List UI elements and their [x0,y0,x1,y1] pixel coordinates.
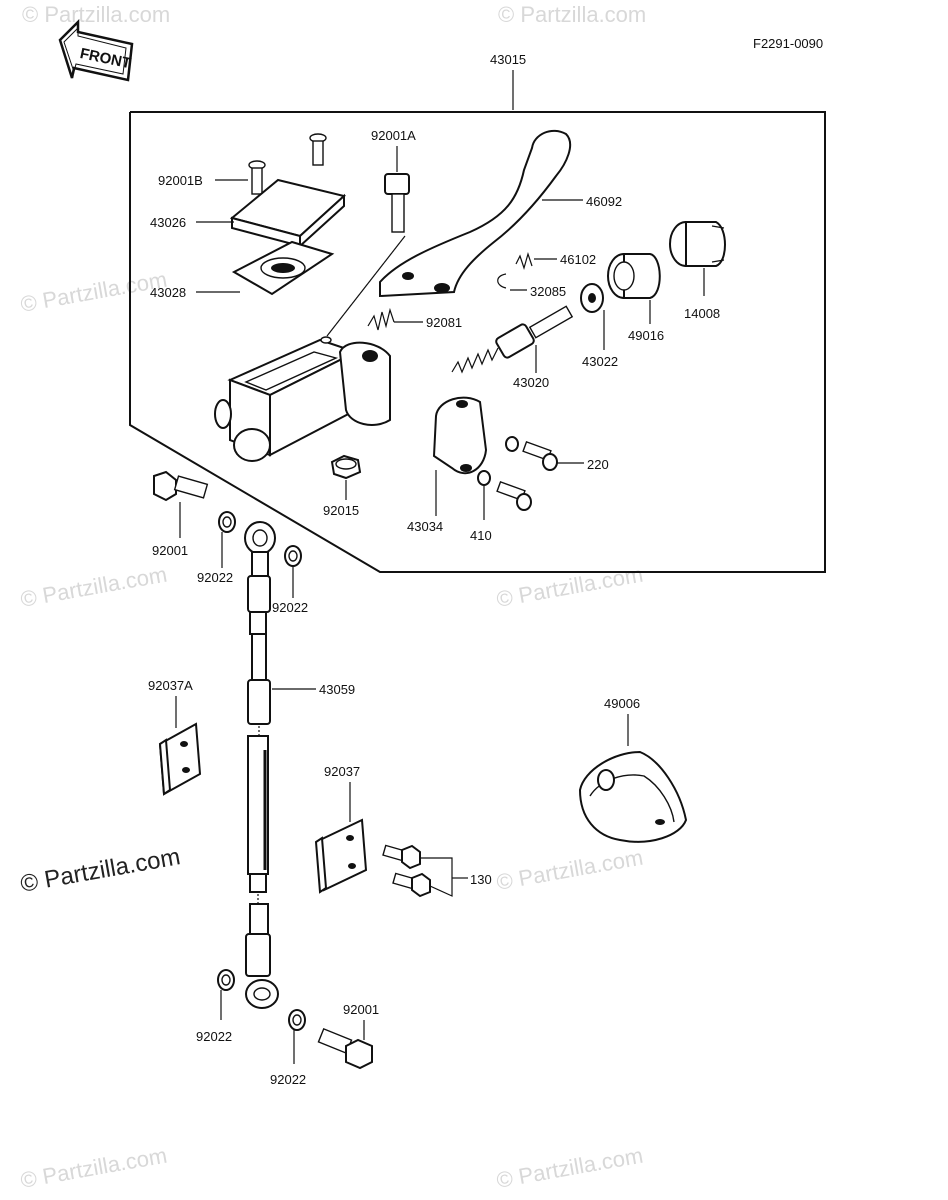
bracket-92037a [158,722,202,796]
screw-92001b [248,133,327,195]
part-label-43026: 43026 [150,215,186,230]
watermark: © Partzilla.com [22,2,170,27]
boot-49016 [607,253,661,299]
bolt-220 [505,436,558,471]
part-label-92001a: 92001A [371,128,416,143]
watermark: © Partzilla.com [495,845,645,895]
part-label-92081: 92081 [426,315,462,330]
bracket-92037 [314,818,368,894]
washer-43022 [580,283,604,313]
part-label-46092: 46092 [586,194,622,209]
clip-32085 [497,273,507,289]
brake-hose-43059 [244,521,279,1009]
watermark: © Partzilla.com [19,267,169,317]
part-label-49016: 49016 [628,328,664,343]
front-arrow-icon: FRONT [58,18,134,82]
watermark: © Partzilla.com [495,1143,645,1193]
lever-46092 [379,129,572,298]
bolt-410 [477,470,532,511]
part-label-92001b: 92001B [158,173,203,188]
part-label-92001-bottom: 92001 [343,1002,379,1017]
watermark: © Partzilla.com [495,562,645,612]
part-label-43015: 43015 [490,52,526,67]
part-label-43028: 43028 [150,285,186,300]
piston-43020 [451,305,574,374]
watermark: © Partzilla.com [498,2,646,27]
watermark: © Partzilla.com [19,1143,169,1193]
part-label-92001-top: 92001 [152,543,188,558]
part-label-92022-a: 92022 [197,570,233,585]
part-label-43020: 43020 [513,375,549,390]
spring-92081 [367,307,395,331]
part-label-92015: 92015 [323,503,359,518]
part-label-32085: 32085 [530,284,566,299]
banjo-bolt-92001-bottom [317,1027,373,1070]
part-label-43059: 43059 [319,682,355,697]
watermark-strong: © Partzilla.com [18,843,182,898]
part-label-220: 220 [587,457,609,472]
part-label-92037: 92037 [324,764,360,779]
cap-14008 [669,221,726,267]
part-label-92022-d: 92022 [270,1072,306,1087]
part-label-92037a: 92037A [148,678,193,693]
clamp-43034 [432,396,488,475]
part-label-92022-c: 92022 [196,1029,232,1044]
part-label-92022-b: 92022 [272,600,308,615]
watermark: © Partzilla.com [19,562,169,612]
part-label-43034: 43034 [407,519,443,534]
master-cylinder-body [214,336,391,462]
part-label-14008: 14008 [684,306,720,321]
cover-49006 [578,750,688,843]
bolt-92001a [384,173,410,233]
part-label-46102: 46102 [560,252,596,267]
banjo-bolt-92001-top [153,470,209,502]
part-label-43022: 43022 [582,354,618,369]
part-label-49006: 49006 [604,696,640,711]
part-label-130: 130 [470,872,492,887]
cap-92015 [330,454,362,480]
bolts-130 [382,844,431,898]
diagram-code: F2291-0090 [753,36,823,51]
assembly-frame [129,111,826,573]
part-label-410: 410 [470,528,492,543]
spring-46102 [515,251,533,271]
